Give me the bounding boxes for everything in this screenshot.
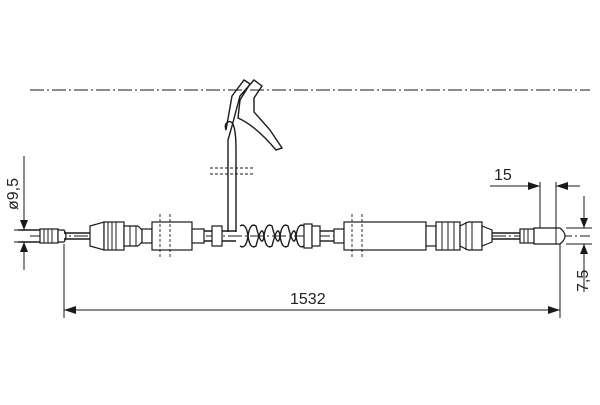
- left-sheath-fitting: [89, 221, 143, 251]
- coil-spring: [239, 223, 321, 249]
- return-wire: [210, 79, 284, 232]
- right-sheath-fitting: [425, 221, 493, 251]
- left-end-fitting: [18, 228, 67, 244]
- end-diameter-label: 7,5: [575, 270, 592, 292]
- total-length-label: 1532: [290, 291, 326, 308]
- right-ferrule: [519, 228, 535, 244]
- right-end-nipple: [533, 227, 566, 245]
- spring-collar-left: [211, 225, 223, 247]
- sheath-right: [333, 214, 427, 258]
- sheath-left: [141, 214, 205, 258]
- cable-diameter-label: ø9,5: [5, 178, 22, 210]
- end-offset-label: 15: [494, 167, 512, 184]
